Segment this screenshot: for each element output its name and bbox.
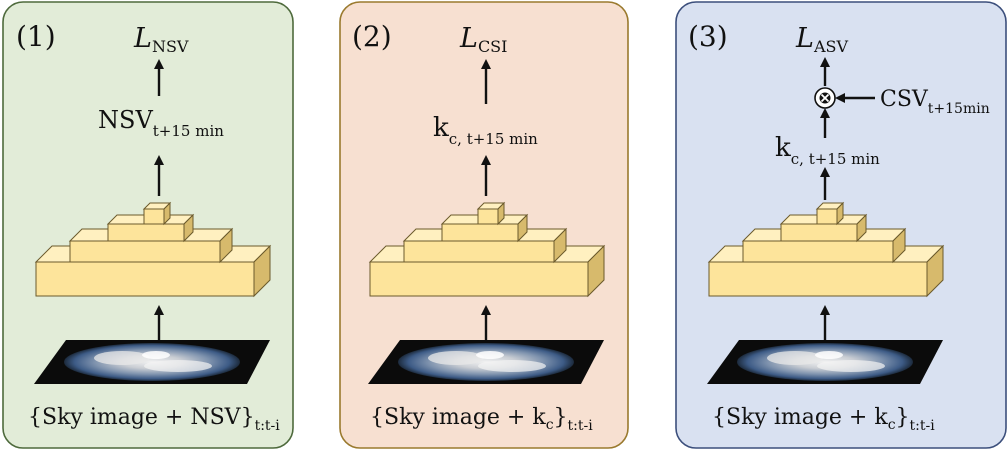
loss-subscript: NSV bbox=[152, 37, 189, 56]
input-subscript: t:t-i bbox=[568, 418, 594, 434]
sun-glare bbox=[476, 351, 504, 359]
cloud-patch bbox=[478, 360, 546, 372]
input-inner-subscript: c bbox=[546, 417, 554, 433]
network-layer-top bbox=[142, 201, 172, 226]
loss-symbol: L bbox=[795, 23, 814, 54]
output-subscript: t+15 min bbox=[153, 122, 224, 140]
network-layer-3 bbox=[779, 213, 868, 243]
network-layer-top bbox=[815, 201, 845, 226]
input-close-brace: } bbox=[896, 405, 910, 430]
panel-3-input-label: {Sky image + kc}t:t-i bbox=[712, 405, 935, 434]
panel-asv: (3) LASV CSVt+15min kc, t+15 min {Sky im… bbox=[675, 1, 1007, 449]
panel-1-loss-label: LNSV bbox=[133, 23, 189, 56]
loss-symbol: L bbox=[133, 23, 152, 54]
output-subscript: c, t+15 min bbox=[449, 130, 538, 148]
input-subscript: t:t-i bbox=[255, 418, 281, 434]
sky-fisheye-disc bbox=[737, 343, 913, 381]
cloud-patch bbox=[817, 360, 885, 372]
neural-network-block bbox=[707, 201, 945, 298]
panel-nsv: (1) LNSV NSVt+15 min {Sky image + NSV}t:… bbox=[2, 1, 294, 449]
loss-subscript: CSI bbox=[478, 37, 508, 56]
input-main: {Sky image + NSV} bbox=[28, 405, 255, 430]
input-close-brace: } bbox=[554, 405, 568, 430]
sky-fisheye-disc bbox=[398, 343, 574, 381]
panel-2-loss-label: LCSI bbox=[459, 23, 507, 56]
sky-image bbox=[368, 340, 604, 384]
csv-label: CSVt+15min bbox=[880, 87, 990, 117]
panel-1-output-label: NSVt+15 min bbox=[98, 106, 224, 140]
circled-times-icon bbox=[814, 87, 836, 109]
panel-2-output-label: kc, t+15 min bbox=[433, 113, 538, 148]
csv-subscript: t+15min bbox=[928, 101, 990, 117]
input-subscript: t:t-i bbox=[910, 418, 936, 434]
output-main: k bbox=[433, 113, 449, 143]
output-main: NSV bbox=[98, 106, 153, 134]
sky-fisheye-disc bbox=[64, 343, 240, 381]
cloud-patch bbox=[428, 351, 484, 365]
panel-3-number: (3) bbox=[688, 20, 728, 53]
loss-symbol: L bbox=[459, 23, 478, 54]
panel-3-output-label: kc, t+15 min bbox=[775, 133, 880, 168]
input-inner-subscript: c bbox=[888, 417, 896, 433]
input-main: {Sky image + k bbox=[370, 405, 546, 430]
panel-csi: (2) LCSI kc, t+15 min {Sky image + kc}t:… bbox=[339, 1, 629, 449]
panel-2-number: (2) bbox=[352, 20, 392, 53]
neural-network-block bbox=[34, 201, 272, 298]
sky-image bbox=[707, 340, 943, 384]
output-subscript: c, t+15 min bbox=[791, 150, 880, 168]
cloud-patch bbox=[94, 351, 150, 365]
loss-subscript: ASV bbox=[813, 37, 849, 56]
output-main: k bbox=[775, 133, 791, 163]
panel-2-input-label: {Sky image + kc}t:t-i bbox=[370, 405, 593, 434]
sun-glare bbox=[142, 351, 170, 359]
cloud-patch bbox=[767, 351, 823, 365]
sun-glare bbox=[815, 351, 843, 359]
input-main: {Sky image + k bbox=[712, 405, 888, 430]
neural-network-block bbox=[368, 201, 606, 298]
cloud-patch bbox=[144, 360, 212, 372]
panel-1-input-label: {Sky image + NSV}t:t-i bbox=[28, 405, 280, 434]
csv-main: CSV bbox=[880, 87, 929, 112]
panel-3-loss-label: LASV bbox=[795, 23, 848, 56]
network-layer-top bbox=[476, 201, 506, 226]
sky-image bbox=[34, 340, 270, 384]
panel-1-number: (1) bbox=[16, 20, 56, 53]
